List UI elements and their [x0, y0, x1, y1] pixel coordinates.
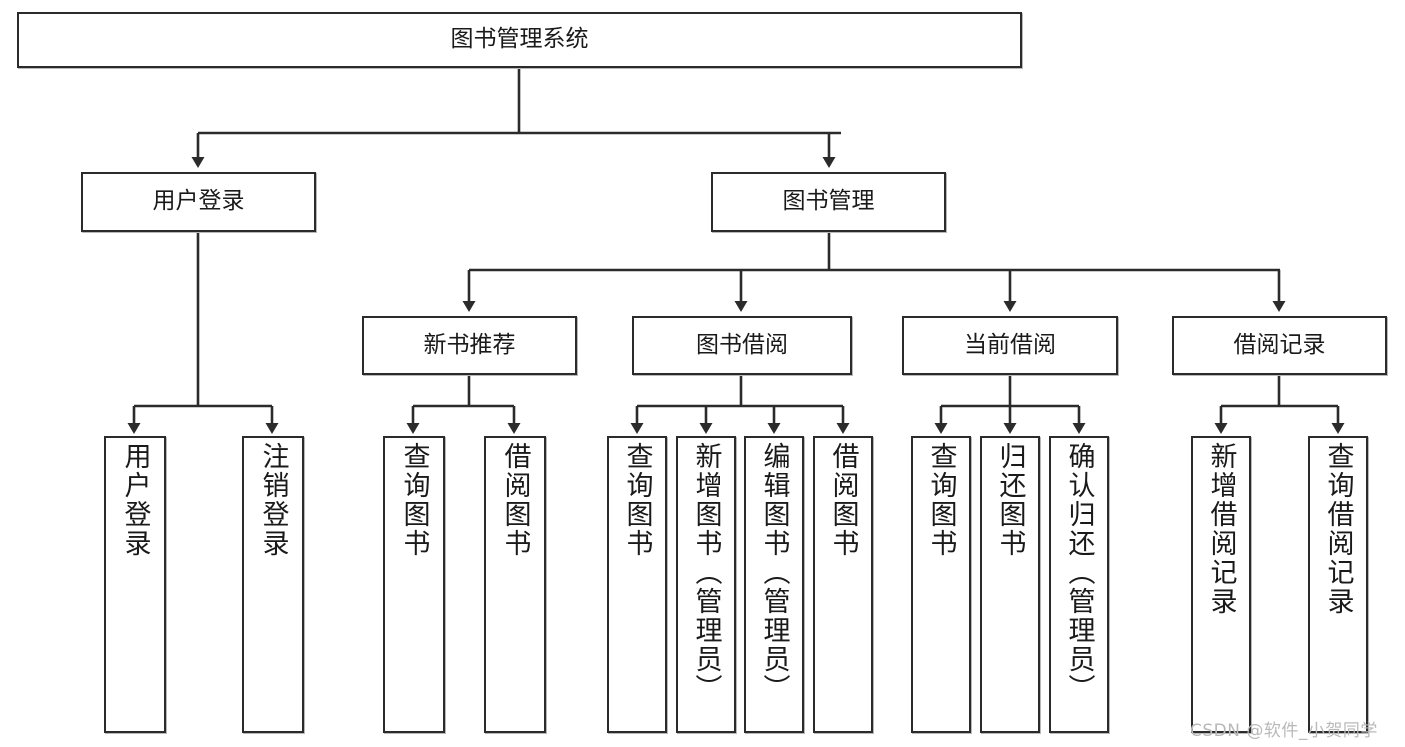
- node-leaf-query-book-borrow-label: 查询图书: [621, 442, 653, 558]
- node-leaf-confirm-return-admin[interactable]: 确认归还（管理员）: [1049, 436, 1109, 733]
- node-leaf-borrow-book[interactable]: 借阅图书: [813, 436, 873, 733]
- node-leaf-query-book-recommend[interactable]: 查询图书: [383, 436, 445, 733]
- node-root-system-label: 图书管理系统: [450, 26, 589, 53]
- node-leaf-user-login[interactable]: 用户登录: [104, 436, 166, 733]
- node-leaf-add-borrow-record[interactable]: 新增借阅记录: [1191, 436, 1251, 733]
- node-book-borrow-label: 图书借阅: [696, 331, 788, 358]
- node-leaf-return-book[interactable]: 归还图书: [980, 436, 1040, 733]
- node-leaf-query-borrow-record-label: 查询借阅记录: [1322, 442, 1354, 616]
- node-new-book-recommend[interactable]: 新书推荐: [362, 316, 577, 375]
- node-leaf-edit-book-admin[interactable]: 编辑图书（管理员）: [744, 436, 804, 733]
- node-user-login[interactable]: 用户登录: [81, 172, 316, 232]
- node-leaf-return-book-label: 归还图书: [994, 442, 1026, 558]
- node-leaf-borrow-book-label: 借阅图书: [827, 442, 859, 558]
- node-leaf-add-book-admin-label: 新增图书（管理员）: [690, 442, 722, 703]
- node-leaf-add-book-admin[interactable]: 新增图书（管理员）: [676, 436, 736, 733]
- node-borrow-record-label: 借阅记录: [1233, 331, 1326, 358]
- node-new-book-recommend-label: 新书推荐: [423, 331, 516, 358]
- node-current-borrow[interactable]: 当前借阅: [902, 316, 1118, 375]
- node-leaf-query-borrow-record[interactable]: 查询借阅记录: [1308, 436, 1368, 733]
- node-leaf-add-borrow-record-label: 新增借阅记录: [1205, 442, 1237, 616]
- node-leaf-query-book-recommend-label: 查询图书: [398, 442, 430, 558]
- node-leaf-user-login-label: 用户登录: [119, 442, 151, 558]
- node-book-borrow[interactable]: 图书借阅: [632, 316, 852, 375]
- node-book-management[interactable]: 图书管理: [711, 172, 946, 232]
- node-leaf-query-book-borrow[interactable]: 查询图书: [607, 436, 667, 733]
- node-root-system[interactable]: 图书管理系统: [17, 12, 1022, 68]
- node-user-login-label: 用户登录: [152, 188, 245, 215]
- node-leaf-borrow-book-recommend[interactable]: 借阅图书: [484, 436, 546, 733]
- node-leaf-logout[interactable]: 注销登录: [242, 436, 304, 733]
- node-borrow-record[interactable]: 借阅记录: [1172, 316, 1387, 375]
- node-current-borrow-label: 当前借阅: [964, 331, 1056, 358]
- node-leaf-query-book-current-label: 查询图书: [925, 442, 957, 558]
- node-book-management-label: 图书管理: [782, 188, 875, 215]
- node-leaf-edit-book-admin-label: 编辑图书（管理员）: [758, 442, 790, 703]
- node-leaf-borrow-book-recommend-label: 借阅图书: [499, 442, 531, 558]
- node-leaf-logout-label: 注销登录: [257, 442, 289, 558]
- node-leaf-query-book-current[interactable]: 查询图书: [911, 436, 971, 733]
- node-leaf-confirm-return-admin-label: 确认归还（管理员）: [1063, 442, 1095, 703]
